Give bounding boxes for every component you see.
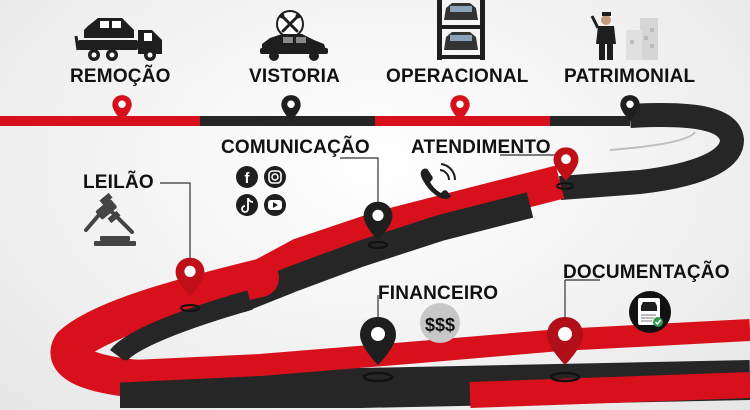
svg-text:$$$: $$$ (425, 315, 455, 335)
pin-documentacao (547, 317, 583, 365)
label-operacional: OPERACIONAL (386, 66, 529, 87)
path-pins (175, 147, 583, 383)
winding-road (50, 103, 750, 408)
money-icon: $$$ (420, 303, 460, 343)
label-remocao: REMOÇÃO (70, 66, 171, 87)
label-vistoria: VISTORIA (249, 66, 340, 87)
phone-icon (420, 163, 457, 200)
auction-gavel-icon (84, 192, 136, 246)
car-storage-rack-icon (437, 0, 485, 60)
label-patrimonial: PATRIMONIAL (564, 66, 696, 87)
top-road (0, 116, 630, 126)
facebook-icon: f (245, 170, 251, 187)
leader-lines (160, 154, 600, 318)
vehicle-document-icon (629, 291, 671, 333)
security-guard-icon (590, 12, 658, 60)
tiktok-icon (241, 197, 254, 213)
label-documentacao: DOCUMENTAÇÃO (563, 262, 730, 283)
label-atendimento: ATENDIMENTO (411, 137, 551, 158)
instagram-icon (268, 170, 282, 184)
car-inspection-icon (260, 10, 328, 61)
label-financeiro: FINANCEIRO (378, 283, 499, 304)
social-media-icons: f (236, 166, 286, 216)
label-comunicacao: COMUNICAÇÃO (221, 137, 370, 158)
label-leilao: LEILÃO (83, 172, 154, 193)
tow-truck-icon (74, 18, 162, 61)
